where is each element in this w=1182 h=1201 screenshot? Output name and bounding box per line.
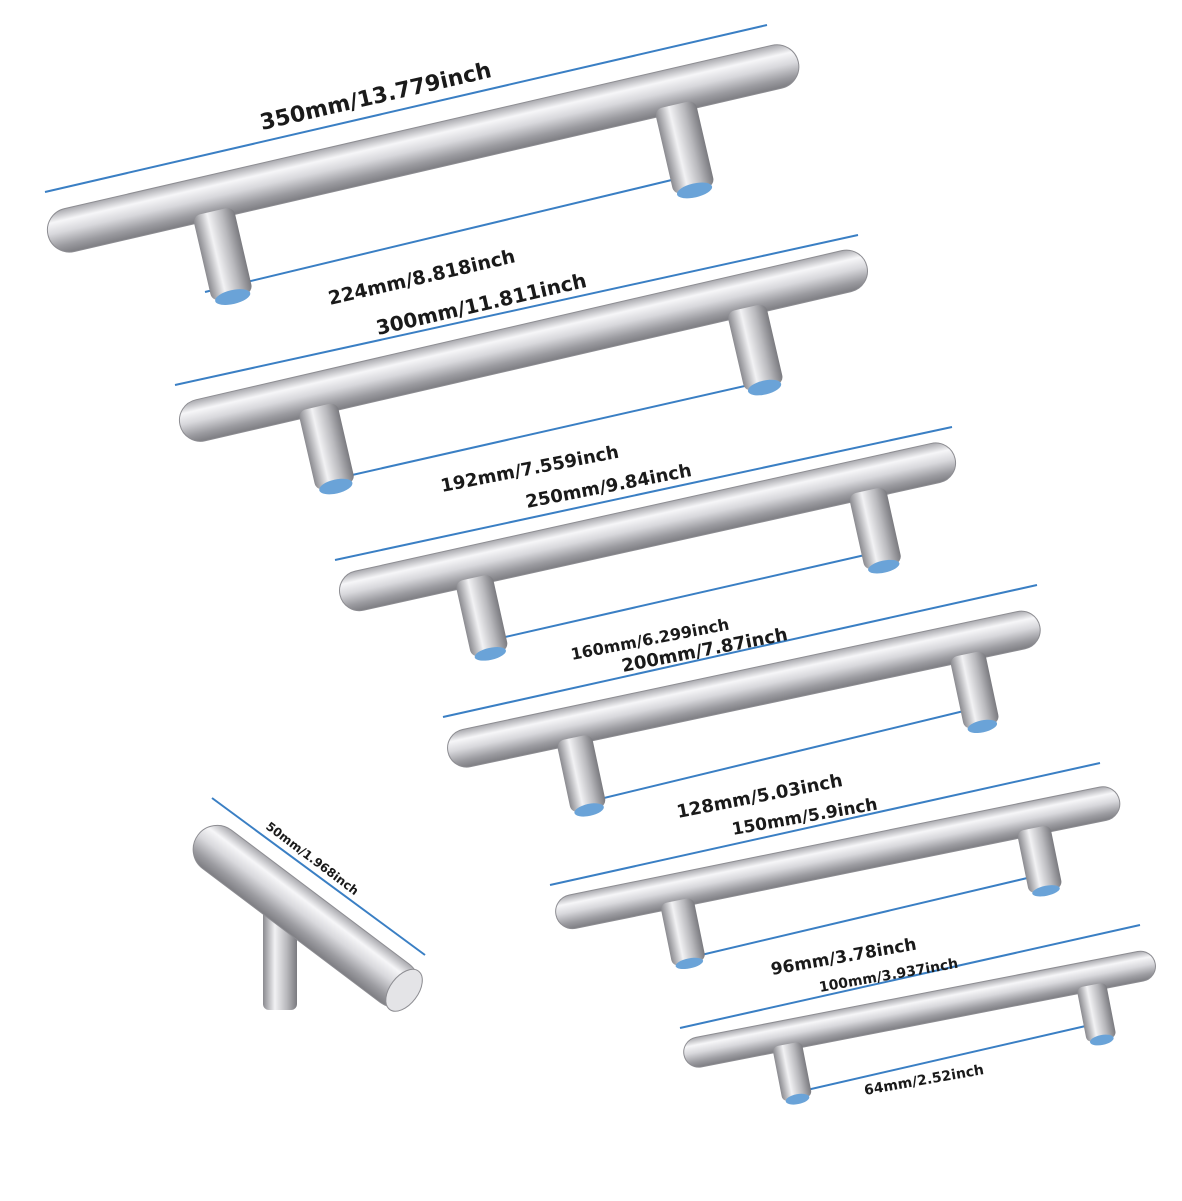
- handle-post: [655, 101, 714, 194]
- post-cap: [675, 957, 704, 970]
- post-cap: [215, 289, 251, 305]
- handle-post: [194, 208, 252, 301]
- hole-spacing-line: [329, 377, 781, 481]
- handle-post: [773, 1042, 812, 1101]
- post-cap: [967, 719, 998, 733]
- overall-length-line: [442, 584, 1038, 718]
- handle-post: [661, 898, 705, 966]
- handle-bar: [46, 44, 800, 253]
- handle-100mm: 100mm/3.937inch 64mm/2.52inch: [679, 924, 1156, 1105]
- hole-spacing-line: [204, 177, 681, 293]
- handle-post: [299, 403, 354, 490]
- post-cap: [747, 379, 782, 396]
- handle-bar: [339, 442, 957, 612]
- handle-150mm: 150mm/5.9inch 96mm/3.78inch: [549, 762, 1121, 980]
- post-cap: [574, 803, 604, 817]
- handle-post: [456, 575, 508, 657]
- post-cap: [676, 182, 713, 199]
- overall-length-line: [549, 762, 1101, 886]
- knob-50mm: 50mm/1.968inch: [192, 797, 426, 1012]
- knob-length-line: [211, 797, 426, 956]
- overall-length-line: [334, 426, 953, 561]
- handle-post: [728, 304, 783, 391]
- handle-post: [950, 651, 999, 729]
- post-cap: [1089, 1034, 1114, 1046]
- hole-spacing-line: [469, 554, 866, 646]
- overall-length-line: [174, 234, 859, 386]
- handle-post: [1077, 983, 1116, 1042]
- handle-post: [557, 735, 606, 813]
- overall-length-line: [44, 24, 768, 193]
- knob-end: [385, 968, 423, 1012]
- hole-spacing-line: [784, 1024, 1091, 1096]
- hole-spacing-line: [679, 874, 1041, 961]
- post-cap: [1032, 885, 1060, 897]
- post-cap: [868, 559, 900, 574]
- overall-length-line: [679, 924, 1141, 1029]
- handle-bar: [683, 950, 1156, 1068]
- hole-spacing-label: 64mm/2.52inch: [863, 1062, 985, 1099]
- hole-spacing-line: [574, 709, 969, 806]
- handle-200mm: 200mm/7.87inch 128mm/5.03inch: [442, 584, 1041, 823]
- post-cap: [319, 478, 353, 495]
- handle-bar: [447, 610, 1041, 768]
- handle-post: [1017, 825, 1062, 893]
- post-cap: [474, 647, 506, 661]
- handle-bar: [178, 249, 868, 442]
- post-cap: [785, 1093, 810, 1105]
- handle-post: [849, 487, 901, 570]
- handle-bar: [555, 786, 1121, 930]
